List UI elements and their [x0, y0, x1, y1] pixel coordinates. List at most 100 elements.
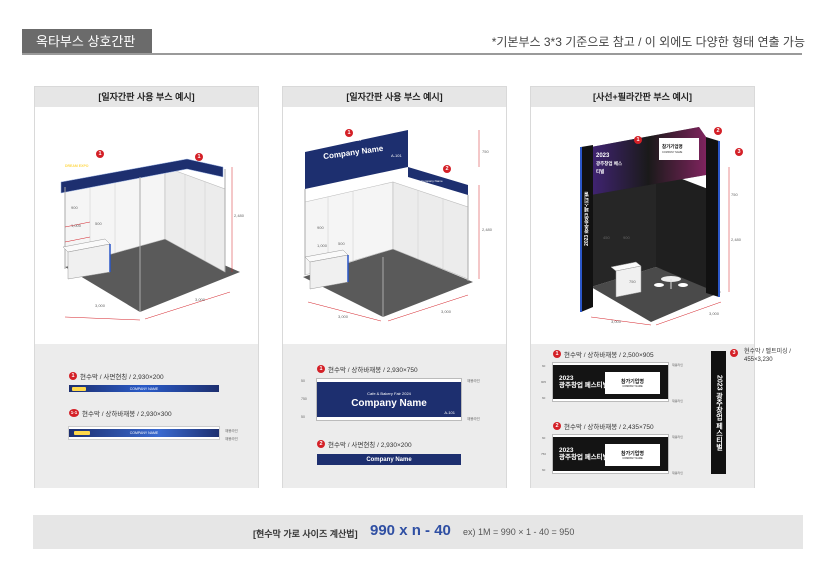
- cut-line-label: 재봉라인: [672, 363, 684, 367]
- banner-straight: COMPANY NAME: [69, 385, 219, 392]
- dim-label: 1,000: [71, 223, 82, 228]
- spec-text: 현수막 / 상하바재봉 / 2,435×750: [564, 424, 654, 431]
- calc-example: ex) 1M = 990 × 1 - 40 = 950: [463, 527, 575, 537]
- callout-badge: 1: [634, 136, 642, 144]
- dim-label: 60: [542, 436, 546, 440]
- cut-line-label: 재봉라인: [672, 435, 684, 439]
- chair: [678, 283, 688, 287]
- header-note: *기본부스 3*3 기준으로 참고 / 이 외에도 다양한 형태 연출 가능: [491, 35, 805, 49]
- callout-badge: 1: [345, 129, 353, 137]
- spec-text: 현수막 / 사면현칭 / 2,930×200: [328, 442, 412, 449]
- banner-side: Company Name: [317, 454, 461, 465]
- cut-line-label: 재봉라인: [672, 399, 684, 403]
- cut-line-label: 재봉라인: [225, 437, 238, 441]
- spec-text: 현수막 / 상하바재봉 / 2,500×905: [564, 352, 654, 359]
- company-en-text: COMPANY NAME: [622, 385, 643, 388]
- dim-label: 50: [301, 415, 305, 419]
- scene-company-name: 참가기업명: [662, 144, 683, 149]
- company-name-text: 참가기업명: [620, 451, 644, 457]
- spec-badge: 1: [317, 365, 325, 373]
- panel-title: [일자간판 사용 부스 예시]: [35, 87, 258, 107]
- dim-label: 750: [482, 149, 489, 154]
- banner-company-text: COMPANY NAME: [129, 386, 159, 391]
- company-name-text: 참가기업명: [620, 379, 644, 385]
- dim-label: 60: [542, 396, 546, 400]
- dim-label: 2,480: [482, 227, 493, 232]
- dim-label: 750: [301, 397, 307, 401]
- dim-label: 3,000: [611, 319, 622, 324]
- header-sign: [305, 130, 408, 189]
- fascia-sign: [61, 159, 223, 193]
- banner-company-board: 참가기업명 COMPANY NAME: [605, 372, 660, 394]
- dim-label: 900: [623, 235, 630, 240]
- company-en-text: COMPANY NAME: [622, 457, 643, 460]
- banner-booth-number: A-101: [444, 410, 455, 415]
- cut-line-label: 재봉라인: [467, 379, 480, 383]
- header-sign-event: Cafe & Bakery Fair 2024: [323, 138, 362, 142]
- spec-area: 1 현수막 / 상하바재봉 / 2,930×750 Cafe & Bakery …: [283, 344, 506, 488]
- cut-line-label: 재봉라인: [225, 429, 238, 433]
- booth-back-wall: [591, 169, 656, 287]
- spec-text: 현수막 / 상하바재봉 / 2,930×300: [82, 411, 172, 418]
- dim-label: 750: [731, 192, 738, 197]
- dim-label: 500: [95, 221, 102, 226]
- pillar-banner-text: 2023 광주창업 페스티벌: [715, 374, 723, 451]
- callout-badge: 1: [96, 150, 104, 158]
- spec-text: 현수막 / 상하바재봉 / 2,930×750: [328, 367, 418, 374]
- scene-company-en: COMPANY NAME: [662, 151, 683, 154]
- fascia-sign-text: DREAM EXPO: [65, 164, 89, 168]
- spec-badge: 2: [317, 440, 325, 448]
- spec-label-3: 3 현수막 / 벨트미싱 / 455×3,230: [730, 349, 752, 357]
- section-title-tab: 옥타부스 상호간판: [22, 29, 152, 54]
- dim-label: 900: [317, 225, 324, 230]
- banner-straight-sewn: COMPANY NAME: [68, 426, 220, 440]
- dim-label: 3,000: [709, 311, 720, 316]
- banner-logo: [72, 386, 86, 391]
- pillar-text: 2023 광주창업 페스티벌: [584, 192, 590, 246]
- dim-label: 60: [542, 468, 546, 472]
- calc-label: [현수막 가로 사이즈 계산법]: [253, 529, 358, 539]
- side-sign-text: Company Name: [421, 179, 443, 183]
- dim-label: 3,000: [441, 309, 452, 314]
- callout-badge: 1: [195, 153, 203, 161]
- pillar-sign: [581, 145, 593, 312]
- dim-label: 450: [603, 235, 610, 240]
- spec-label-3-text: 현수막 / 벨트미싱 / 455×3,230: [744, 348, 804, 364]
- banner-header-large: Cafe & Bakery Fair 2024 Company Name A-1…: [316, 378, 462, 421]
- dim-label: 500: [338, 241, 345, 246]
- booth-render: Cafe & Bakery Fair 2024 Company Name A-1…: [283, 107, 506, 344]
- panel-title: [일자간판 사용 부스 예시]: [283, 87, 506, 107]
- banner-logo: [74, 431, 90, 435]
- spec-text: 현수막 / 벨트미싱 / 455×3,230: [744, 349, 791, 363]
- chair: [654, 283, 664, 287]
- spec-text: 현수막 / 사면현칭 / 2,930×200: [80, 374, 164, 381]
- spec-badge: 1: [69, 372, 77, 380]
- spec-label-1: 1 현수막 / 상하바재봉 / 2,500×905: [553, 349, 654, 359]
- dim-label: 3,000: [195, 297, 206, 302]
- callout-badge: 3: [735, 148, 743, 156]
- panel-straight-sign-1: [일자간판 사용 부스 예시]: [34, 86, 259, 488]
- booth-side-wall: [656, 169, 716, 292]
- spec-label-2: 1-1 현수막 / 상하바재봉 / 2,930×300: [69, 408, 172, 418]
- cut-line-label: 재봉라인: [672, 471, 684, 475]
- banner-event-text: Cafe & Bakery Fair 2024: [367, 390, 411, 396]
- spec-badge: 1-1: [69, 409, 79, 417]
- dim-label: 750: [541, 452, 547, 456]
- cut-line-label: 재봉라인: [467, 417, 480, 421]
- spec-badge: 3: [730, 349, 738, 357]
- dim-label: 2,480: [234, 213, 245, 218]
- dim-label: 750: [629, 279, 636, 284]
- spec-area: 1 현수막 / 사면현칭 / 2,930×200 COMPANY NAME 1-…: [35, 344, 258, 488]
- spec-badge: 2: [553, 422, 561, 430]
- dim-label: 60: [542, 364, 546, 368]
- dim-label: 3,000: [338, 314, 349, 319]
- dim-label: 3,000: [95, 303, 106, 308]
- company-board: [659, 138, 699, 160]
- banner-company-text: Company Name: [366, 456, 412, 463]
